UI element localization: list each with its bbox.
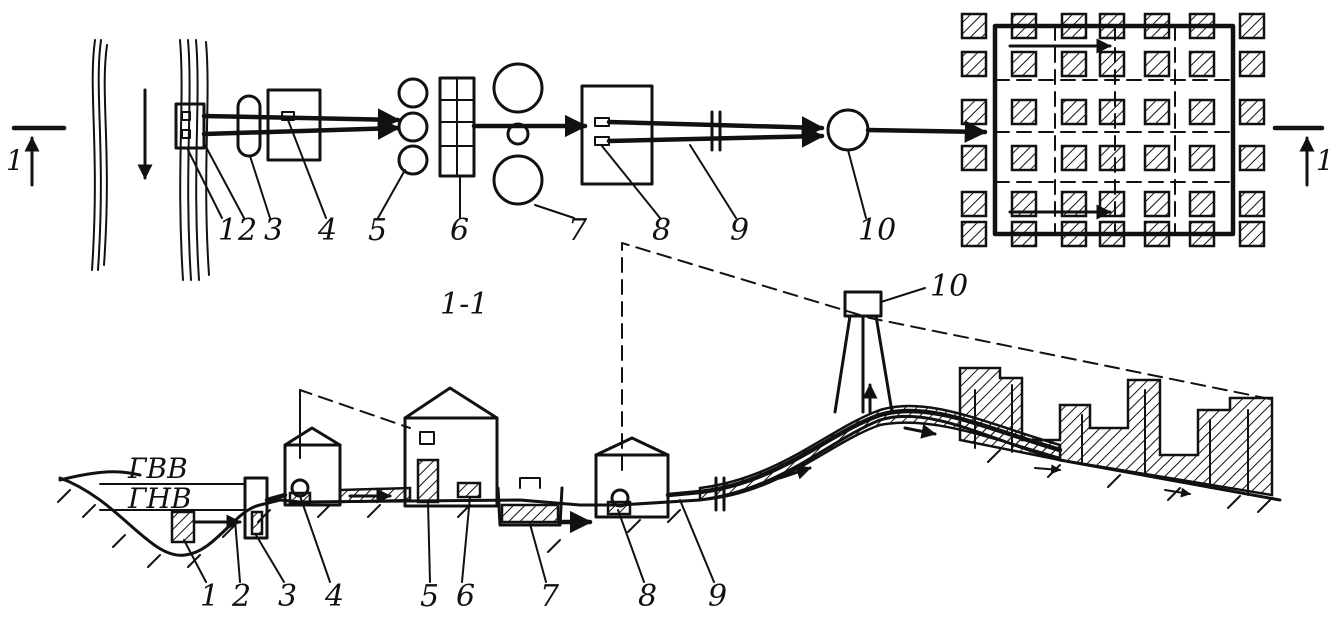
- section-water-tower: [833, 290, 894, 414]
- section-mark-left: 1: [6, 125, 67, 187]
- plan-city-network: [960, 12, 1266, 248]
- city-block: [1098, 98, 1126, 126]
- section-label-2: 2: [231, 579, 251, 614]
- city-block: [960, 144, 988, 172]
- city-block: [1060, 50, 1088, 78]
- plan-shore-well: [236, 94, 262, 158]
- section-city-buildings: [958, 366, 1274, 498]
- section-mark-right-label: 1: [1316, 144, 1334, 177]
- low-water-level: ГНВ: [127, 482, 192, 515]
- city-block: [1098, 220, 1126, 248]
- city-block: [1143, 12, 1171, 40]
- city-block: [1238, 190, 1266, 218]
- city-block: [1238, 98, 1266, 126]
- hydraulic-line-2: [621, 242, 1276, 471]
- section-label-5: 5: [420, 579, 439, 614]
- city-block: [1188, 12, 1216, 40]
- city-block: [1188, 50, 1216, 78]
- city-block: [960, 220, 988, 248]
- city-block: [1010, 144, 1038, 172]
- river-banks: [91, 39, 210, 281]
- section-label-9: 9: [708, 579, 727, 614]
- city-block: [1010, 50, 1038, 78]
- city-block: [1188, 190, 1216, 218]
- city-block: [1143, 220, 1171, 248]
- section-label-3: 3: [278, 579, 297, 614]
- plan-label-6: 6: [450, 213, 469, 248]
- plan-reservoir-1: [492, 62, 544, 114]
- hydraulic-line-1: [299, 389, 411, 459]
- section-label-8: 8: [638, 579, 657, 614]
- plan-label-10: 10: [858, 213, 896, 248]
- city-block: [1060, 190, 1088, 218]
- plan-label-8: 8: [652, 213, 671, 248]
- plan-reservoir-2: [492, 154, 544, 206]
- section-pump-station-1: [283, 426, 342, 507]
- plan-label-3: 3: [264, 213, 283, 248]
- city-block: [1238, 50, 1266, 78]
- city-block: [1188, 220, 1216, 248]
- city-block: [1098, 144, 1126, 172]
- city-block: [1010, 220, 1038, 248]
- city-block: [960, 50, 988, 78]
- city-block: [1238, 12, 1266, 40]
- city-block: [960, 12, 988, 40]
- city-block: [960, 98, 988, 126]
- section-label-7: 7: [540, 579, 560, 614]
- section-label-6: 6: [456, 579, 475, 614]
- city-block: [1143, 190, 1171, 218]
- city-block: [1143, 50, 1171, 78]
- plan-pump-station-2: [580, 84, 654, 186]
- section-filter: [456, 481, 482, 499]
- plan-clarifier-1: [397, 77, 429, 109]
- plan-intake: [174, 102, 206, 150]
- city-block: [1060, 98, 1088, 126]
- plan-clarifier-3: [397, 144, 429, 176]
- section-intake: [170, 510, 196, 544]
- high-water-level: ГВВ: [127, 452, 188, 485]
- city-block: [1010, 98, 1038, 126]
- section-mark-left-label: 1: [6, 144, 24, 177]
- city-block: [1143, 144, 1171, 172]
- plan-label-9: 9: [730, 213, 749, 248]
- section-treatment-building: [403, 386, 499, 508]
- plan-water-tower: [826, 108, 870, 152]
- city-block: [1238, 220, 1266, 248]
- city-block: [1188, 98, 1216, 126]
- city-block: [1238, 144, 1266, 172]
- city-block: [1010, 190, 1038, 218]
- city-block: [1060, 220, 1088, 248]
- section-title: 1-1: [440, 287, 488, 322]
- section-shore-well: [243, 476, 269, 540]
- section-view: 1-1 ГВВ ГНВ: [57, 242, 1282, 614]
- city-block: [1098, 50, 1126, 78]
- city-block: [1098, 12, 1126, 40]
- plan-label-1: 1: [218, 213, 237, 248]
- city-block: [1060, 144, 1088, 172]
- plan-label-4: 4: [317, 213, 337, 248]
- city-block: [960, 190, 988, 218]
- city-block: [1188, 144, 1216, 172]
- city-block: [1143, 98, 1171, 126]
- city-block: [1098, 190, 1126, 218]
- plan-label-2: 2: [237, 213, 257, 248]
- plan-label-7: 7: [568, 213, 588, 248]
- section-mark-right: 1: [1272, 125, 1334, 187]
- city-block: [1010, 12, 1038, 40]
- plan-view: 1 1: [6, 12, 1334, 281]
- section-label-1: 1: [200, 579, 219, 614]
- plan-pump-station-1: [266, 88, 322, 162]
- plan-label-5: 5: [368, 213, 387, 248]
- city-block: [1060, 12, 1088, 40]
- section-label-10: 10: [930, 269, 968, 304]
- section-label-4: 4: [324, 579, 344, 614]
- plan-clarifier-2: [397, 111, 429, 143]
